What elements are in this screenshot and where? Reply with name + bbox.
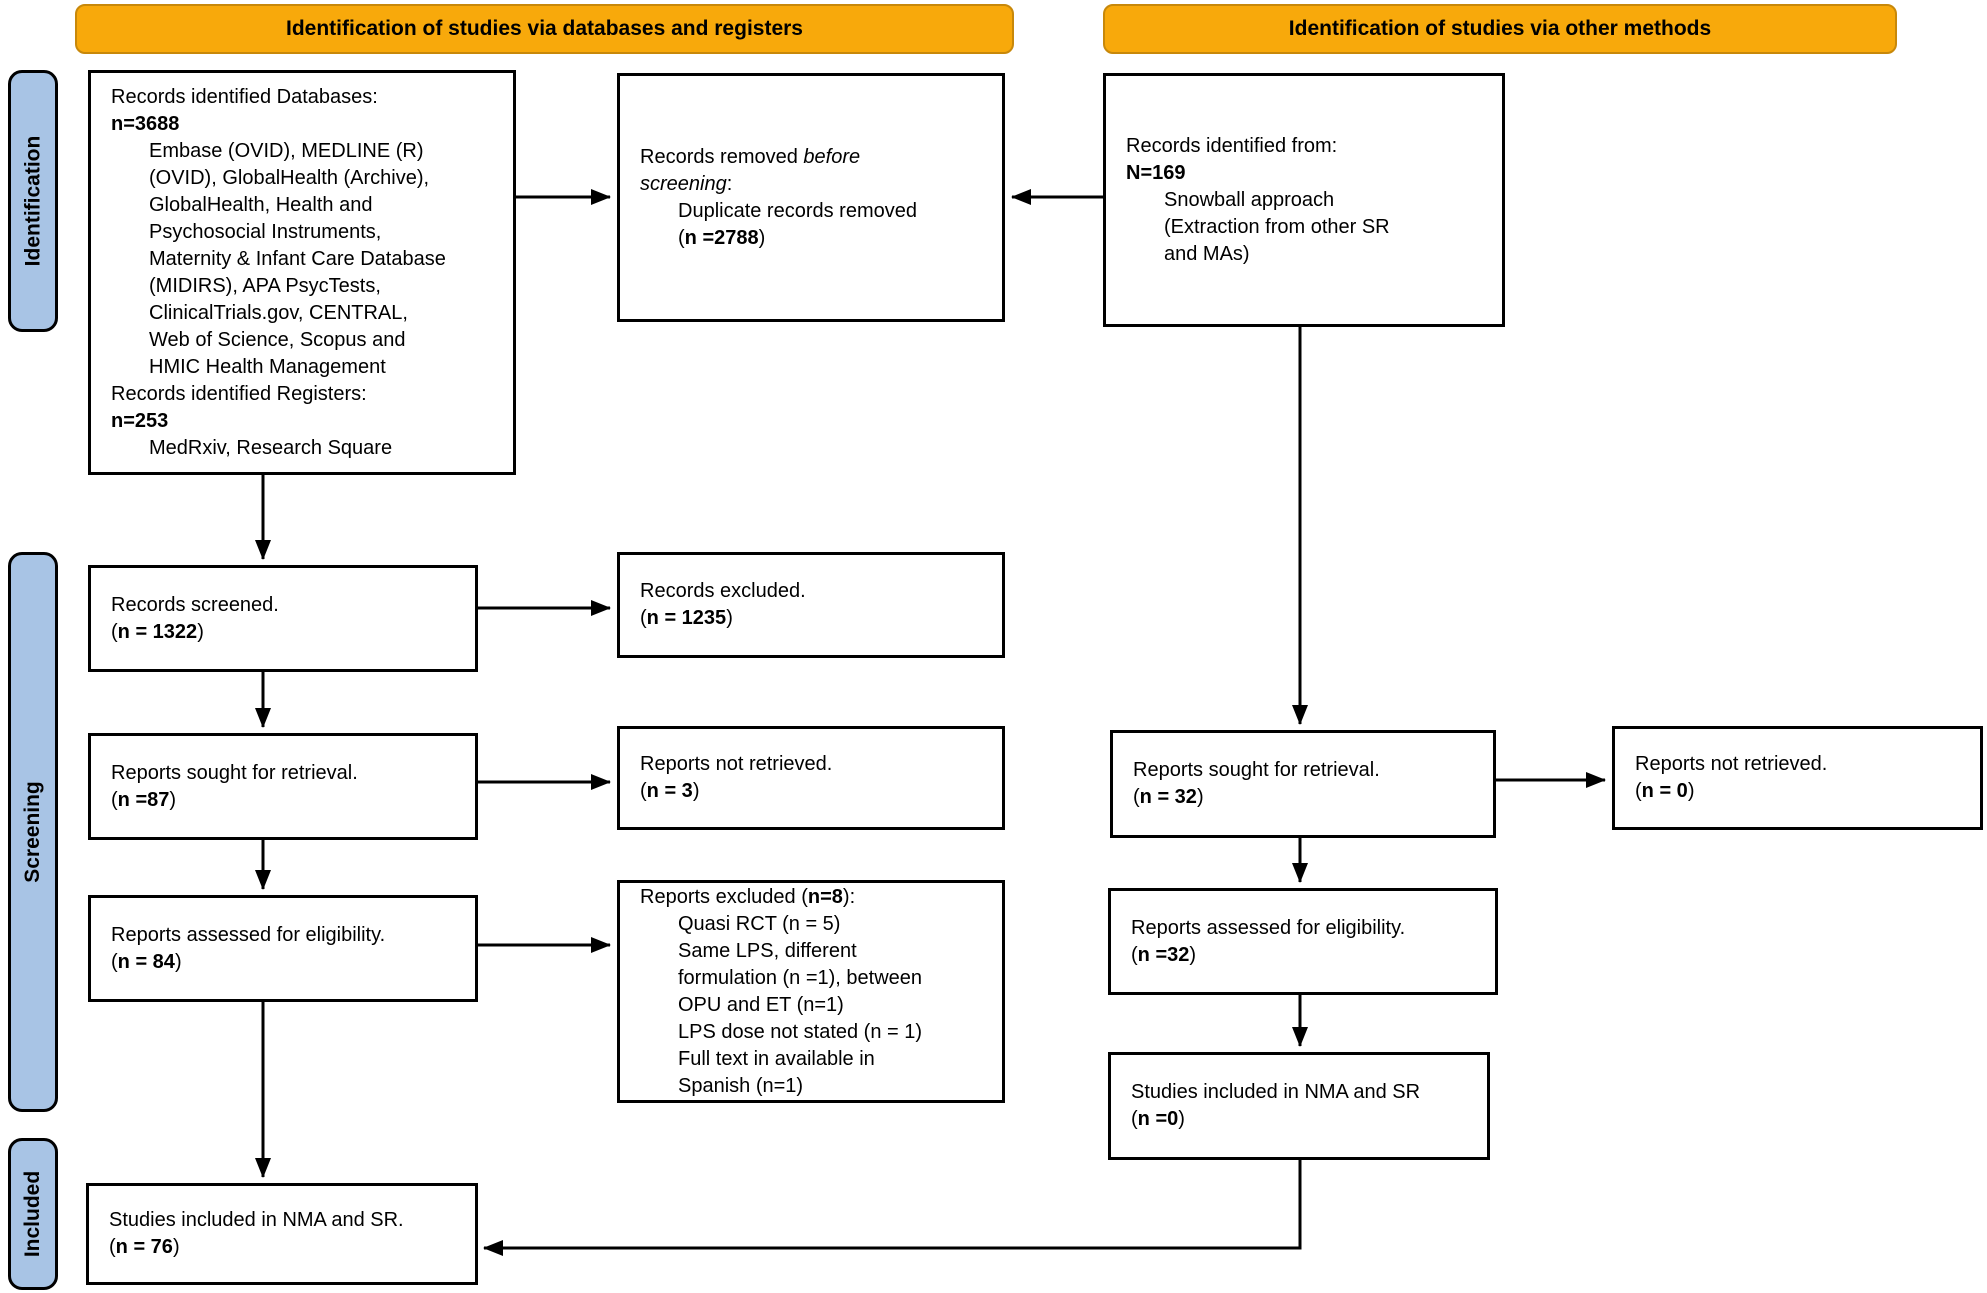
stage-label-identification: Identification: [8, 70, 58, 332]
box-reports-assessed-left-text: Reports assessed for eligibility.(n = 84…: [111, 923, 386, 973]
box-reports-excluded: Reports excluded (n=8):Quasi RCT (n = 5)…: [617, 880, 1005, 1103]
stage-label-included: Included: [8, 1138, 58, 1290]
box-reports-assessed-right-text: Reports assessed for eligibility.(n =32): [1131, 916, 1406, 966]
box-reports-assessed-right: Reports assessed for eligibility.(n =32): [1108, 888, 1498, 995]
box-reports-not-retrieved-left-text: Reports not retrieved.(n = 3): [640, 753, 833, 802]
box-reports-not-retrieved-right-text: Reports not retrieved.(n = 0): [1635, 753, 1828, 802]
box-reports-not-retrieved-left: Reports not retrieved.(n = 3): [617, 726, 1005, 830]
box-studies-included-right-text: Studies included in NMA and SR(n =0): [1131, 1081, 1421, 1130]
box-records-excluded: Records excluded.(n = 1235): [617, 552, 1005, 658]
box-studies-included-left: Studies included in NMA and SR.(n = 76): [86, 1183, 478, 1285]
box-records-screened-text: Records screened.(n = 1322): [111, 593, 279, 643]
box-reports-not-retrieved-right: Reports not retrieved.(n = 0): [1612, 726, 1983, 830]
header-other-methods: Identification of studies via other meth…: [1103, 4, 1897, 54]
box-records-excluded-text: Records excluded.(n = 1235): [640, 580, 806, 629]
box-reports-excluded-text: Reports excluded (n=8):Quasi RCT (n = 5)…: [640, 885, 923, 1097]
box-reports-assessed-left: Reports assessed for eligibility.(n = 84…: [88, 895, 478, 1002]
header-databases-registers: Identification of studies via databases …: [75, 4, 1014, 54]
stage-label-screening: Screening: [8, 552, 58, 1112]
box-studies-included-right: Studies included in NMA and SR(n =0): [1108, 1052, 1490, 1160]
box-reports-sought-left: Reports sought for retrieval.(n =87): [88, 733, 478, 840]
box-reports-sought-right-text: Reports sought for retrieval.(n = 32): [1133, 759, 1380, 808]
box-records-screened: Records screened.(n = 1322): [88, 565, 478, 672]
box-studies-included-left-text: Studies included in NMA and SR.(n = 76): [109, 1209, 404, 1258]
box-reports-sought-right: Reports sought for retrieval.(n = 32): [1110, 730, 1496, 838]
arrow-included-right-to-included-left: [483, 1160, 1302, 1256]
box-reports-sought-left-text: Reports sought for retrieval.(n =87): [111, 761, 358, 811]
